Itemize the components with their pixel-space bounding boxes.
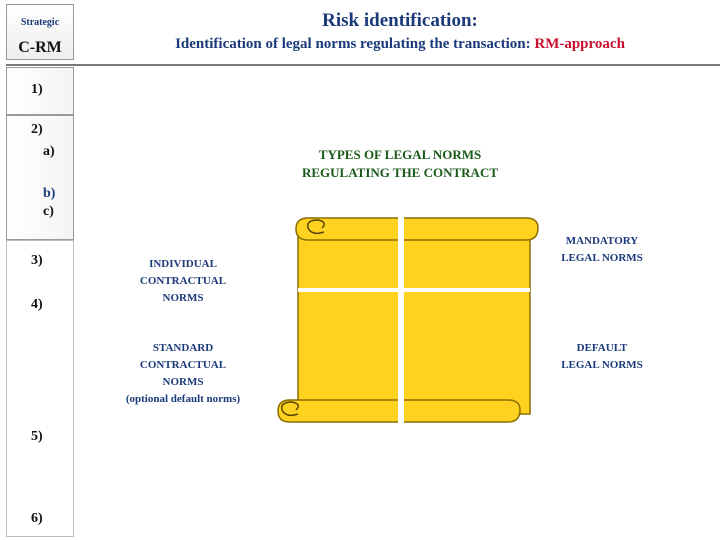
individual-contractual-norms-label: INDIVIDUAL CONTRACTUAL NORMS — [112, 256, 254, 307]
scroll-top-curl — [306, 219, 325, 235]
default-line2: LEGAL NORMS — [561, 359, 643, 371]
standard-line1: STANDARD — [152, 342, 214, 354]
strategic-crm-panel: Strategic C-RM — [6, 4, 74, 60]
individual-line2: CONTRACTUAL — [139, 275, 227, 287]
mandatory-line1: MANDATORY — [565, 235, 639, 247]
scroll-bottom-curl — [280, 401, 299, 417]
legal-norms-types-title-line1: TYPES OF LEGAL NORMS — [318, 147, 482, 162]
sidebar-item-1: 1) — [31, 82, 43, 97]
standard-line4: (optional default norms) — [125, 393, 241, 405]
sidebar-item-6: 6) — [31, 511, 43, 526]
page-title: Risk identification: — [322, 10, 478, 31]
sidebar-item-4: 4) — [31, 297, 43, 312]
scroll-divider-vertical — [398, 216, 404, 426]
sidebar-item-5: 5) — [31, 429, 43, 444]
subtitle-main: Identification of legal norms regulating… — [175, 36, 535, 52]
sidebar: 1) 2) a) b) c) 3) 4) 5) 6) — [6, 67, 74, 537]
standard-line3: NORMS — [162, 376, 204, 388]
standard-line2: CONTRACTUAL — [139, 359, 227, 371]
sidebar-segment-2[interactable]: 2) a) b) c) — [6, 115, 74, 240]
header-divider — [6, 64, 720, 66]
scroll-divider-horizontal-left — [298, 288, 400, 292]
default-legal-norms-label: DEFAULT LEGAL NORMS — [535, 340, 669, 374]
crm-label: C-RM — [18, 39, 62, 56]
sidebar-segment-1[interactable]: 1) — [6, 67, 74, 115]
scroll-body — [297, 223, 531, 415]
individual-line3: NORMS — [162, 292, 204, 304]
sidebar-item-3: 3) — [31, 253, 43, 268]
mandatory-legal-norms-label: MANDATORY LEGAL NORMS — [535, 233, 669, 267]
sidebar-item-2a: a) — [43, 144, 55, 159]
scroll-top-roll — [295, 217, 539, 241]
sidebar-item-2: 2) — [31, 122, 43, 137]
page-subtitle: Identification of legal norms regulating… — [80, 36, 720, 53]
scroll-divider-horizontal-right — [404, 288, 530, 292]
strategic-label: Strategic — [20, 17, 60, 28]
scroll-icon — [277, 216, 539, 426]
mandatory-line2: LEGAL NORMS — [561, 252, 643, 264]
subtitle-accent: RM-approach — [534, 36, 625, 52]
sidebar-segment-3[interactable]: 3) 4) 5) 6) — [6, 240, 74, 537]
sidebar-item-2c: c) — [43, 204, 54, 219]
default-line1: DEFAULT — [576, 342, 628, 354]
legal-norms-types-title: TYPES OF LEGAL NORMS REGULATING THE CONT… — [250, 146, 550, 182]
individual-line1: INDIVIDUAL — [149, 258, 217, 270]
standard-contractual-norms-label: STANDARD CONTRACTUAL NORMS (optional def… — [106, 340, 260, 408]
legal-norms-types-title-line2: REGULATING THE CONTRACT — [302, 165, 498, 180]
sidebar-item-2b: b) — [43, 186, 56, 201]
